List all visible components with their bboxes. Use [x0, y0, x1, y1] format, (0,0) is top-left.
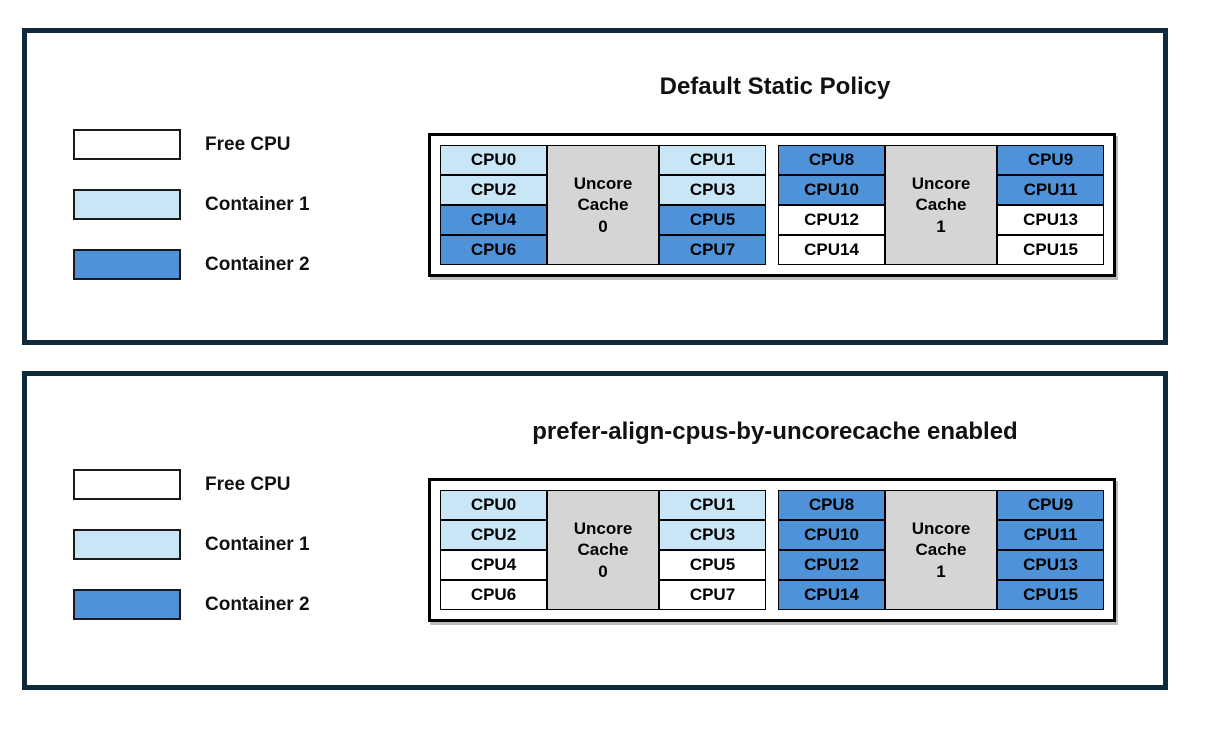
- legend-swatch-container1: [73, 189, 181, 220]
- cpu-cell-cpu0: CPU0: [440, 145, 547, 175]
- cache-label-line: 1: [936, 216, 946, 236]
- cache-label-line: Cache: [915, 540, 967, 560]
- cpu-cell-cpu3: CPU3: [659, 520, 766, 550]
- cpu-cell-cpu14: CPU14: [778, 580, 885, 610]
- legend-swatch-container1: [73, 529, 181, 560]
- cpu-cell-cpu12: CPU12: [778, 205, 885, 235]
- legend: Free CPU Container 1 Container 2: [73, 129, 310, 309]
- legend-item-container2: Container 2: [73, 589, 310, 620]
- panel-default-static-policy: Default Static Policy Free CPU Container…: [22, 28, 1168, 345]
- legend-label: Container 2: [205, 253, 310, 275]
- legend-swatch-free: [73, 129, 181, 160]
- cpu-cell-cpu14: CPU14: [778, 235, 885, 265]
- legend-swatch-container2: [73, 589, 181, 620]
- cpu-cell-cpu10: CPU10: [778, 175, 885, 205]
- cache-label-line: Cache: [577, 195, 629, 215]
- cpu-cell-cpu12: CPU12: [778, 550, 885, 580]
- cpu-cell-cpu6: CPU6: [440, 235, 547, 265]
- cache-label-line: Uncore: [911, 519, 971, 539]
- cache-label-line: 1: [936, 561, 946, 581]
- cpu-cell-cpu1: CPU1: [659, 490, 766, 520]
- legend-item-free: Free CPU: [73, 129, 310, 160]
- cache-label-line: 0: [598, 216, 608, 236]
- cache-label-line: Uncore: [911, 174, 971, 194]
- cache-label-line: 0: [598, 561, 608, 581]
- cpu-cell-cpu9: CPU9: [997, 145, 1104, 175]
- legend-swatch-container2: [73, 249, 181, 280]
- cpu-cell-cpu4: CPU4: [440, 550, 547, 580]
- cpu-cell-cpu13: CPU13: [997, 550, 1104, 580]
- cpu-cell-cpu3: CPU3: [659, 175, 766, 205]
- cpu-cell-cpu15: CPU15: [997, 580, 1104, 610]
- cpu-cell-cpu0: CPU0: [440, 490, 547, 520]
- cache-label-line: Uncore: [573, 519, 633, 539]
- legend-swatch-free: [73, 469, 181, 500]
- legend-label: Free CPU: [205, 133, 291, 155]
- legend-label: Container 2: [205, 593, 310, 615]
- legend-label: Free CPU: [205, 473, 291, 495]
- cache-label-line: Cache: [915, 195, 967, 215]
- legend-label: Container 1: [205, 193, 310, 215]
- cpu-cell-cpu5: CPU5: [659, 205, 766, 235]
- cpu-cell-cpu5: CPU5: [659, 550, 766, 580]
- cpu-cell-cpu1: CPU1: [659, 145, 766, 175]
- legend-item-free: Free CPU: [73, 469, 310, 500]
- legend-item-container2: Container 2: [73, 249, 310, 280]
- cache-label-line: Cache: [577, 540, 629, 560]
- cpu-cell-cpu8: CPU8: [778, 145, 885, 175]
- cpu-cell-cpu7: CPU7: [659, 580, 766, 610]
- legend: Free CPU Container 1 Container 2: [73, 469, 310, 649]
- cpu-cell-cpu13: CPU13: [997, 205, 1104, 235]
- panel-prefer-align-cpus-by-uncorecache: prefer-align-cpus-by-uncorecache enabled…: [22, 371, 1168, 690]
- panel-title: prefer-align-cpus-by-uncorecache enabled: [532, 418, 1018, 445]
- cpu-cell-cpu11: CPU11: [997, 520, 1104, 550]
- cpu-cell-cpu4: CPU4: [440, 205, 547, 235]
- legend-label: Container 1: [205, 533, 310, 555]
- cpu-cell-cpu9: CPU9: [997, 490, 1104, 520]
- cache-label-line: Uncore: [573, 174, 633, 194]
- cpu-cell-cpu10: CPU10: [778, 520, 885, 550]
- legend-item-container1: Container 1: [73, 529, 310, 560]
- cpu-cell-cpu11: CPU11: [997, 175, 1104, 205]
- cpu-cell-cpu15: CPU15: [997, 235, 1104, 265]
- panel-title: Default Static Policy: [659, 73, 891, 100]
- cpu-cell-cpu8: CPU8: [778, 490, 885, 520]
- legend-item-container1: Container 1: [73, 189, 310, 220]
- cpu-cell-cpu6: CPU6: [440, 580, 547, 610]
- cpu-cell-cpu7: CPU7: [659, 235, 766, 265]
- cpu-cell-cpu2: CPU2: [440, 175, 547, 205]
- cpu-cell-cpu2: CPU2: [440, 520, 547, 550]
